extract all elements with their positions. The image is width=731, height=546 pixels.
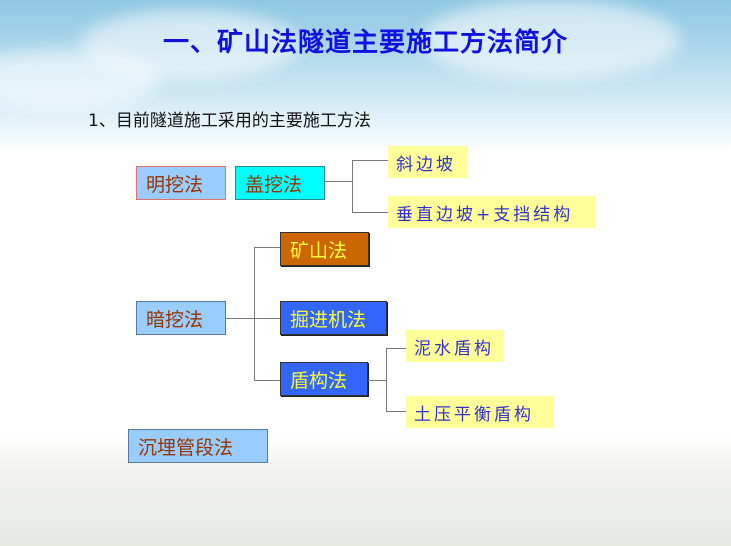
cloud-decoration — [420, 0, 680, 80]
node-label: 明挖法 — [146, 173, 204, 196]
node-slurry-shield: 泥水盾构 — [406, 330, 504, 362]
connector-line — [254, 380, 280, 381]
connector-line — [386, 348, 406, 349]
node-tbm-method: 掘进机法 — [280, 301, 387, 335]
node-epb-shield: 土压平衡盾构 — [406, 396, 554, 428]
node-label: 盾构法 — [290, 369, 348, 392]
node-label: 沉埋管段法 — [138, 436, 234, 459]
connector-line — [226, 318, 281, 319]
node-label: 斜边坡 — [396, 154, 456, 175]
connector-line — [325, 181, 352, 182]
node-underground: 暗挖法 — [136, 301, 226, 335]
node-label: 盖挖法 — [245, 173, 303, 196]
connector-line — [352, 160, 388, 161]
node-mining-method: 矿山法 — [280, 232, 369, 266]
node-label: 泥水盾构 — [414, 338, 494, 359]
connector-line — [386, 411, 406, 412]
connector-line — [352, 160, 353, 213]
connector-line — [352, 212, 388, 213]
node-label: 暗挖法 — [146, 308, 204, 331]
node-label: 掘进机法 — [290, 308, 367, 331]
node-vertical-slope-support: 垂直边坡+支挡结构 — [388, 196, 596, 228]
connector-line — [254, 247, 255, 380]
connector-line — [386, 348, 387, 412]
node-label: 土压平衡盾构 — [414, 404, 534, 425]
node-cover-cut: 盖挖法 — [235, 166, 325, 200]
connector-line — [254, 247, 280, 248]
connector-line — [368, 380, 386, 381]
node-label: 矿山法 — [290, 239, 348, 262]
cloud-decoration — [0, 50, 160, 110]
node-slope: 斜边坡 — [388, 146, 468, 178]
node-shield-method: 盾构法 — [280, 362, 368, 396]
node-immersed-tube: 沉埋管段法 — [128, 429, 268, 463]
node-open-cut: 明挖法 — [136, 166, 226, 200]
slide-subtitle: 1、目前隧道施工采用的主要施工方法 — [88, 111, 371, 131]
slide-title: 一、矿山法隧道主要施工方法简介 — [162, 28, 568, 58]
node-label: 垂直边坡+支挡结构 — [396, 204, 574, 225]
